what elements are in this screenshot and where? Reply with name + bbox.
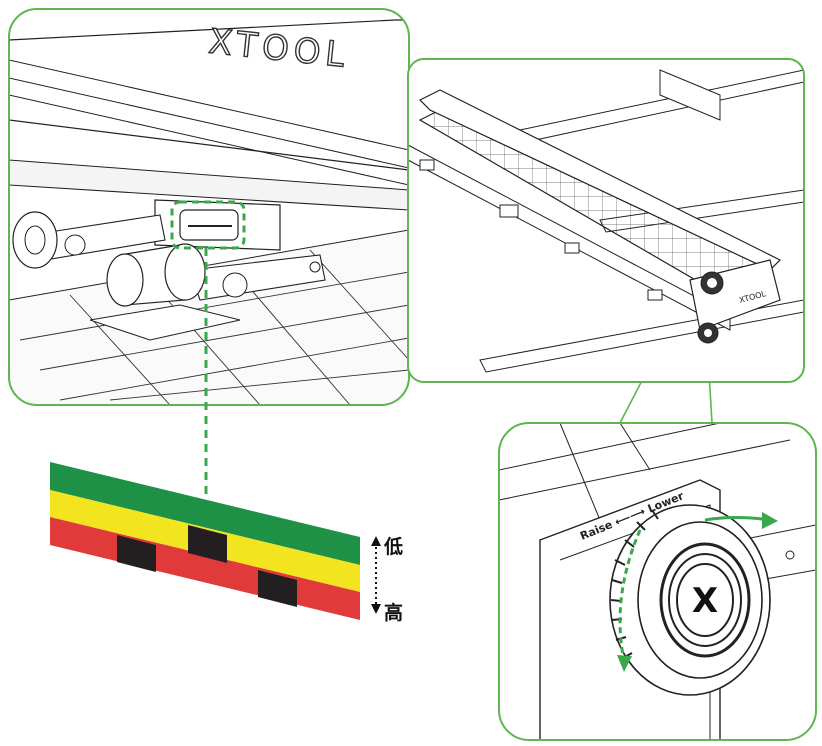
- gauge-marker: [117, 535, 156, 572]
- label-high: 高: [384, 602, 404, 624]
- overview-panel: XTOOL: [408, 59, 804, 382]
- knob-frame: [498, 422, 817, 741]
- gauge-band-green: [50, 462, 360, 565]
- overview-frame: [407, 58, 805, 383]
- knob-panel: X Raise ⟵⟶ Lower: [499, 423, 816, 740]
- label-low: 低: [384, 536, 404, 558]
- gauge-marker: [258, 570, 297, 607]
- knob-symbol: X: [692, 581, 718, 621]
- closeup-panel: [9, 9, 409, 405]
- gauge-band: [50, 462, 360, 620]
- height-scale: [371, 536, 381, 614]
- gauge-marker: [188, 525, 227, 563]
